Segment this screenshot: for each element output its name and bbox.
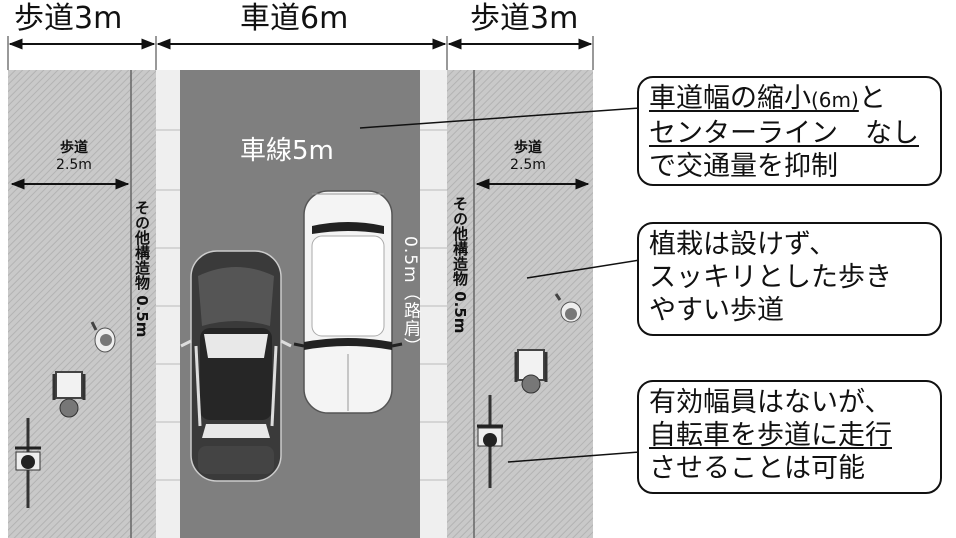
lane-width-label: 車線5m: [240, 136, 334, 166]
callout-1-line-1: 車道幅の縮小(6m)と: [649, 82, 932, 117]
dimension-guides: [7, 36, 594, 70]
roadway-dimension-label: 車道6m: [240, 1, 349, 36]
callout-1-width-text: (6m): [811, 88, 859, 112]
left-pedestrian-icon: [90, 321, 116, 353]
callout-1-underlined-text: 車道幅の縮小: [649, 83, 811, 114]
left-bicycle-icon: [15, 418, 41, 508]
callout-roadway-narrowing: 車道幅の縮小(6m)と センターライン なし で交通量を抑制: [637, 76, 942, 186]
callout-bicycle-on-sidewalk: 有効幅員はないが、 自転車を歩道に走行 させることは可能: [637, 380, 942, 494]
right-pedestrian-icon: [554, 293, 582, 323]
right-sidewalk-dimension-label: 歩道3m: [470, 1, 579, 36]
right-wheelchair-icon: [514, 349, 548, 394]
left-sidewalk-width-label: 2.5m: [56, 157, 92, 173]
shoulder-width-label: 0.5m（路肩）: [400, 236, 420, 356]
right-bicycle-icon: [477, 395, 503, 488]
left-other-structure-label: その他構造物 0.5m: [133, 200, 151, 338]
left-sidewalk-dimension-label: 歩道3m: [14, 1, 123, 36]
right-other-structure-label: その他構造物 0.5m: [451, 196, 469, 334]
callout-3-line-1: 有効幅員はないが、: [649, 387, 892, 418]
dark-car: [180, 250, 292, 482]
callout-no-planting: 植栽は設けず、 スッキリとした歩き やすい歩道: [637, 222, 942, 336]
callout-1-particle: と: [858, 83, 886, 114]
callout-pointers: [359, 107, 641, 463]
right-sidewalk-label: 歩道: [514, 140, 542, 156]
callout-3-line-3: させることは可能: [649, 453, 865, 484]
callout-2-line-2: スッキリとした歩き: [649, 262, 892, 293]
right-sidewalk-width-label: 2.5m: [510, 157, 546, 173]
left-curb: [156, 70, 180, 538]
callout-2-line-3: やすい歩道: [649, 295, 784, 326]
left-sidewalk-label: 歩道: [60, 140, 88, 156]
callout-2-line-1: 植栽は設けず、: [649, 229, 837, 260]
left-wheelchair-icon: [52, 371, 86, 418]
right-curb: [420, 70, 447, 538]
callout-1-line-3: で交通量を抑制: [649, 151, 838, 182]
callout-1-line-2: センターライン なし: [649, 118, 919, 149]
callout-3-line-2: 自転車を歩道に走行: [649, 420, 892, 451]
light-car: [293, 190, 403, 414]
